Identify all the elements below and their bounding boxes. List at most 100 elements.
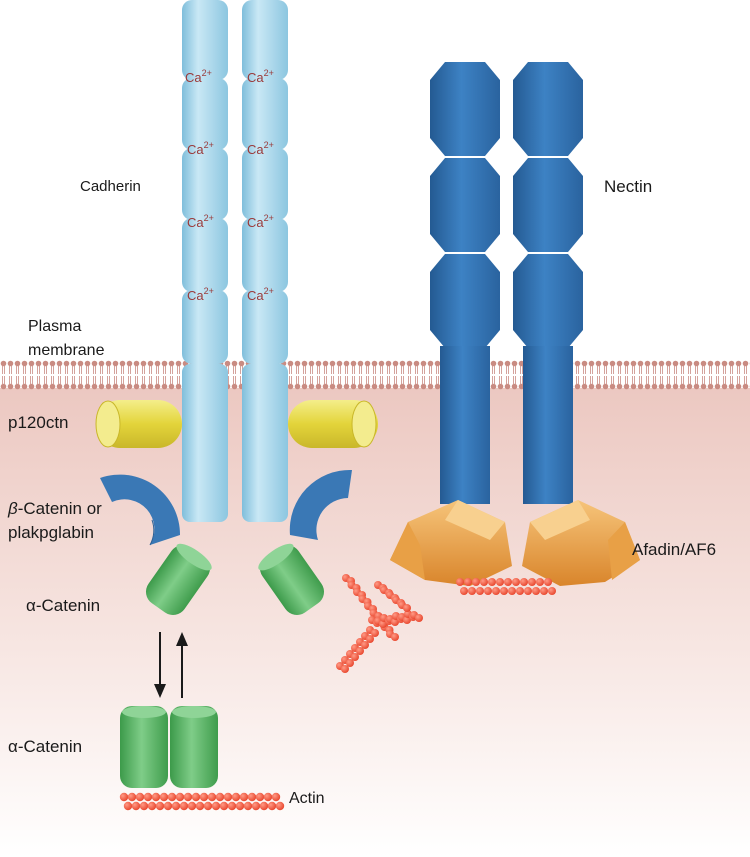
beta-catenin-right xyxy=(289,469,352,540)
actin-monomer xyxy=(147,801,157,811)
actin-monomer xyxy=(456,578,464,586)
nectin-label: Nectin xyxy=(604,177,653,196)
actin-monomer xyxy=(239,792,249,802)
actin-monomer xyxy=(203,801,213,811)
actin-monomer xyxy=(179,801,189,811)
actin-monomer xyxy=(155,801,165,811)
calcium-ion-label: Ca2+ xyxy=(247,140,274,157)
actin-monomer xyxy=(476,587,484,595)
calcium-ion-label: Ca2+ xyxy=(187,286,214,303)
actin-monomer xyxy=(267,801,277,811)
actin-monomer xyxy=(199,792,209,802)
actin-monomer xyxy=(366,635,374,643)
actin-monomer xyxy=(356,647,364,655)
actin-monomer xyxy=(171,801,181,811)
actin-monomer xyxy=(183,792,193,802)
beta-catenin-label-text: -Catenin or xyxy=(17,499,102,518)
actin-monomer xyxy=(235,801,245,811)
afadin-label: Afadin/AF6 xyxy=(632,540,717,559)
actin-monomer xyxy=(251,801,261,811)
p120ctn-right xyxy=(288,400,378,448)
actin-monomer xyxy=(143,792,153,802)
actin-monomer xyxy=(460,587,468,595)
actin-monomer xyxy=(379,620,387,628)
actin-monomer xyxy=(259,801,269,811)
actin-monomer xyxy=(275,801,285,811)
actin-monomer xyxy=(528,578,536,586)
nectin-right xyxy=(513,62,583,504)
actin-monomer xyxy=(403,616,411,624)
actin-monomer xyxy=(195,801,205,811)
actin-monomer xyxy=(532,587,540,595)
calcium-ion-label: Ca2+ xyxy=(247,286,274,303)
calcium-ion-label: Ca2+ xyxy=(187,213,214,230)
afadin-left xyxy=(390,500,512,586)
actin-monomer xyxy=(548,587,556,595)
actin-monomer xyxy=(512,578,520,586)
actin-monomer xyxy=(496,578,504,586)
actin-monomer xyxy=(207,792,217,802)
actin-monomer xyxy=(243,801,253,811)
actin-monomer xyxy=(271,792,281,802)
alpha-catenin-label-upper: α-Catenin xyxy=(26,596,101,615)
actin-monomer xyxy=(219,801,229,811)
p120ctn-left xyxy=(95,400,182,448)
actin-monomer xyxy=(540,587,548,595)
actin-monomer xyxy=(468,587,476,595)
actin-monomer xyxy=(227,801,237,811)
plasma-membrane-label-line1: Plasma xyxy=(28,318,82,335)
actin-monomer xyxy=(231,792,241,802)
actin-filament-branched xyxy=(336,574,423,673)
alpha-catenin-left xyxy=(145,543,212,615)
calcium-ion-label: Ca2+ xyxy=(187,140,214,157)
plasma-membrane-label-line2: membrane xyxy=(28,342,105,359)
actin-monomer xyxy=(504,578,512,586)
actin-monomer xyxy=(123,801,133,811)
actin-monomer xyxy=(127,792,137,802)
actin-monomer xyxy=(516,587,524,595)
actin-monomer xyxy=(508,587,516,595)
actin-filament-bottom xyxy=(119,792,285,811)
actin-monomer xyxy=(371,629,379,637)
actin-monomer xyxy=(484,587,492,595)
actin-monomer xyxy=(223,792,233,802)
alpha-catenin-label-lower: α-Catenin xyxy=(8,737,83,756)
plasma-membrane xyxy=(0,360,750,390)
actin-monomer xyxy=(191,792,201,802)
actin-monomer xyxy=(415,614,423,622)
actin-monomer xyxy=(215,792,225,802)
cadherin-left xyxy=(182,0,228,522)
calcium-ion-label: Ca2+ xyxy=(247,68,274,85)
nectin-left xyxy=(430,62,500,504)
actin-monomer xyxy=(351,653,359,661)
actin-monomer xyxy=(391,618,399,626)
actin-monomer xyxy=(391,633,399,641)
beta-catenin-label-line1: β-Catenin or xyxy=(8,499,102,519)
actin-monomer xyxy=(361,641,369,649)
actin-monomer xyxy=(464,578,472,586)
actin-monomer xyxy=(247,792,257,802)
actin-monomer xyxy=(151,792,161,802)
calcium-ion-label: Ca2+ xyxy=(247,213,274,230)
actin-monomer xyxy=(135,792,145,802)
alpha-catenin-right xyxy=(258,543,325,615)
calcium-ions: Ca2+ Ca2+ Ca2+ Ca2+ Ca2+ Ca2+ Ca2+ Ca2+ xyxy=(185,68,274,303)
beta-symbol: β xyxy=(8,499,18,518)
actin-monomer xyxy=(159,792,169,802)
alpha-catenin-dimer xyxy=(120,706,218,788)
actin-monomer xyxy=(544,578,552,586)
actin-monomer xyxy=(211,801,221,811)
actin-monomer xyxy=(500,587,508,595)
actin-monomer xyxy=(167,792,177,802)
actin-monomer xyxy=(139,801,149,811)
actin-monomer xyxy=(520,578,528,586)
actin-monomer xyxy=(346,659,354,667)
actin-monomer xyxy=(488,578,496,586)
actin-monomer xyxy=(480,578,488,586)
actin-label: Actin xyxy=(289,790,325,807)
beta-catenin-label-line2: plakpglabin xyxy=(8,523,95,542)
equilibrium-arrows xyxy=(154,632,188,698)
actin-monomer xyxy=(403,604,411,612)
